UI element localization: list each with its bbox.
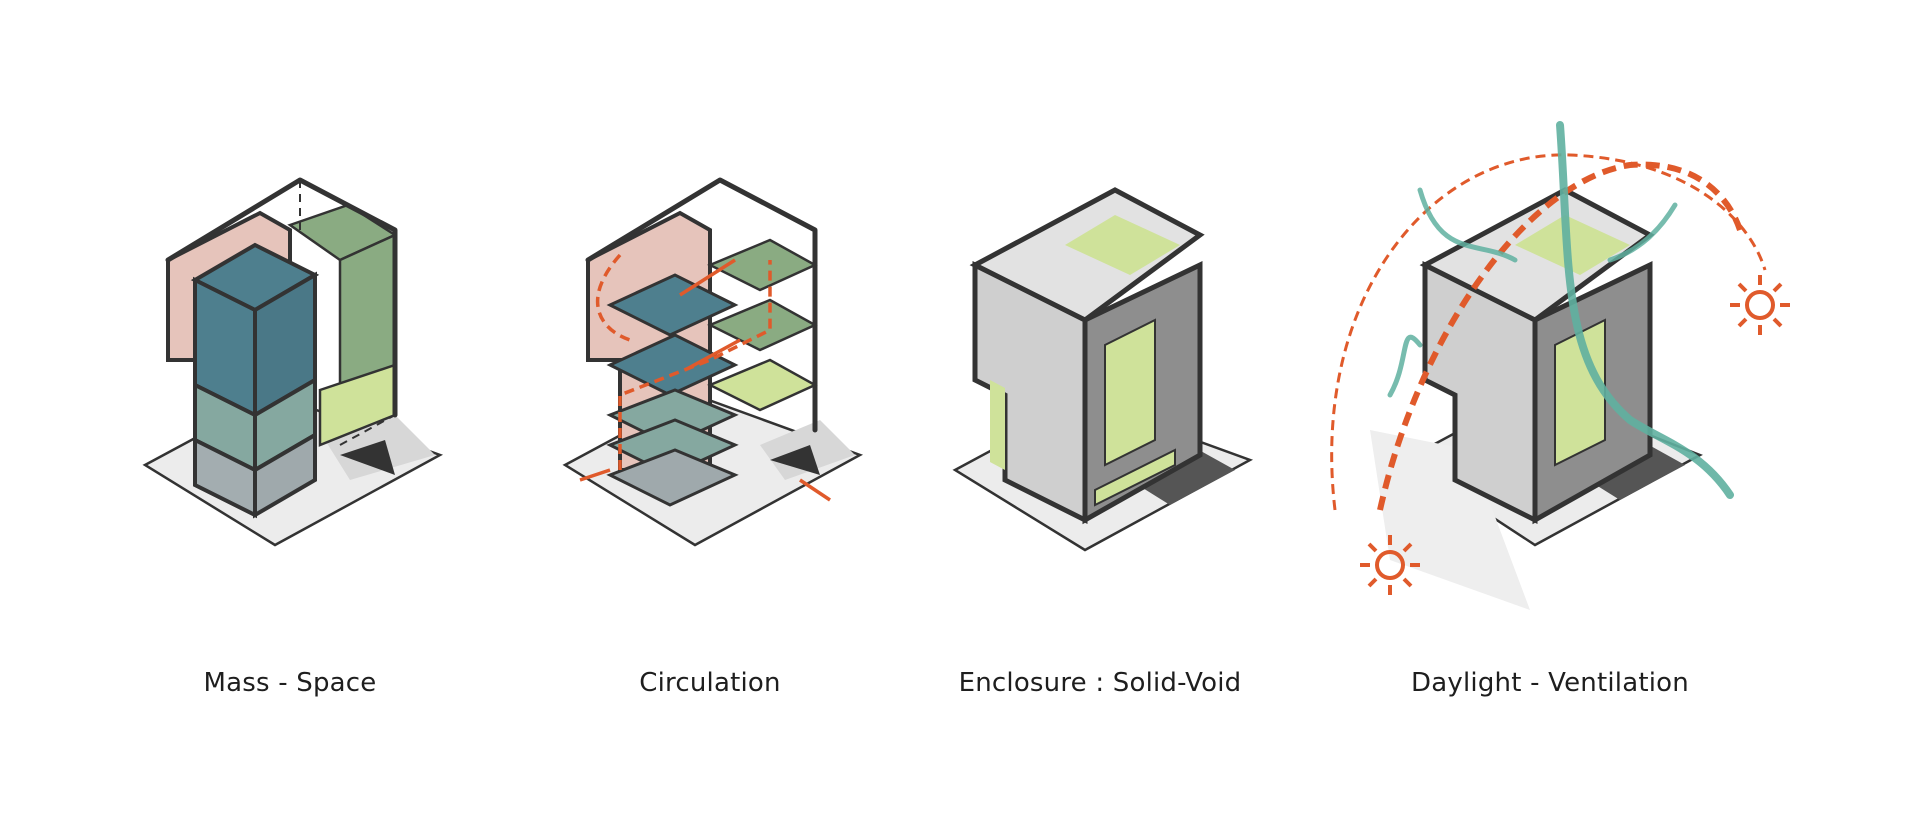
- enclosure-axonometric: [952, 187, 1254, 552]
- airflow-main: [1556, 121, 1734, 499]
- sun-path-inner: [1377, 161, 1743, 511]
- void-courtyard: [1065, 215, 1180, 275]
- shadow-triangle: [340, 440, 395, 475]
- void-slot-upper: [1554, 318, 1606, 467]
- daylight-ventilation-axonometric: [1330, 121, 1790, 610]
- sun-icon-right: [1730, 275, 1790, 335]
- circulation-arrow-1: [679, 258, 736, 297]
- diagram-daylight-ventilation: Daylight - Ventilation: [1310, 0, 1790, 832]
- void-slot-base: [1094, 448, 1176, 507]
- entry-arrow-left: [579, 468, 611, 482]
- entry-arrow-right: [799, 478, 831, 502]
- circulation-arc: [595, 253, 631, 342]
- grey-block-right: [253, 431, 317, 519]
- void-slot-upper: [1104, 318, 1156, 467]
- sun-path-outer: [1330, 153, 1767, 511]
- circulation-ramp: [618, 260, 772, 470]
- shadow-triangle: [770, 445, 820, 475]
- mass-space-axonometric: [142, 177, 444, 547]
- envelope-outline: [585, 177, 818, 433]
- caption-mass-space: Mass - Space: [203, 668, 377, 698]
- airflow-upper-right: [1607, 202, 1678, 263]
- airflow-left: [1387, 334, 1423, 398]
- void-slot-left: [990, 380, 1005, 470]
- airflow-upper-left: [1417, 187, 1518, 263]
- diagram-circulation: Circulation: [470, 0, 950, 832]
- diagram-enclosure: Enclosure : Solid-Void: [860, 0, 1340, 832]
- grey-floor-plate-5: [606, 448, 739, 507]
- caption-circulation: Circulation: [639, 668, 781, 698]
- diagram-mass-space: Mass - Space: [50, 0, 530, 832]
- sun-icon-left: [1360, 535, 1420, 595]
- envelope-outline: [165, 177, 398, 418]
- caption-daylight-ventilation: Daylight - Ventilation: [1411, 668, 1689, 698]
- teal-floor-plate-2: [606, 333, 739, 397]
- ground-shadow: [1580, 440, 1685, 500]
- caption-enclosure: Enclosure : Solid-Void: [958, 668, 1242, 698]
- circulation-arrow-2: [684, 338, 741, 372]
- teal-floor-plate-1: [606, 273, 739, 337]
- envelope-dashed-base: [339, 414, 396, 446]
- ground-shadow: [1130, 445, 1235, 505]
- void-courtyard: [1515, 215, 1630, 275]
- circulation-axonometric: [562, 177, 864, 547]
